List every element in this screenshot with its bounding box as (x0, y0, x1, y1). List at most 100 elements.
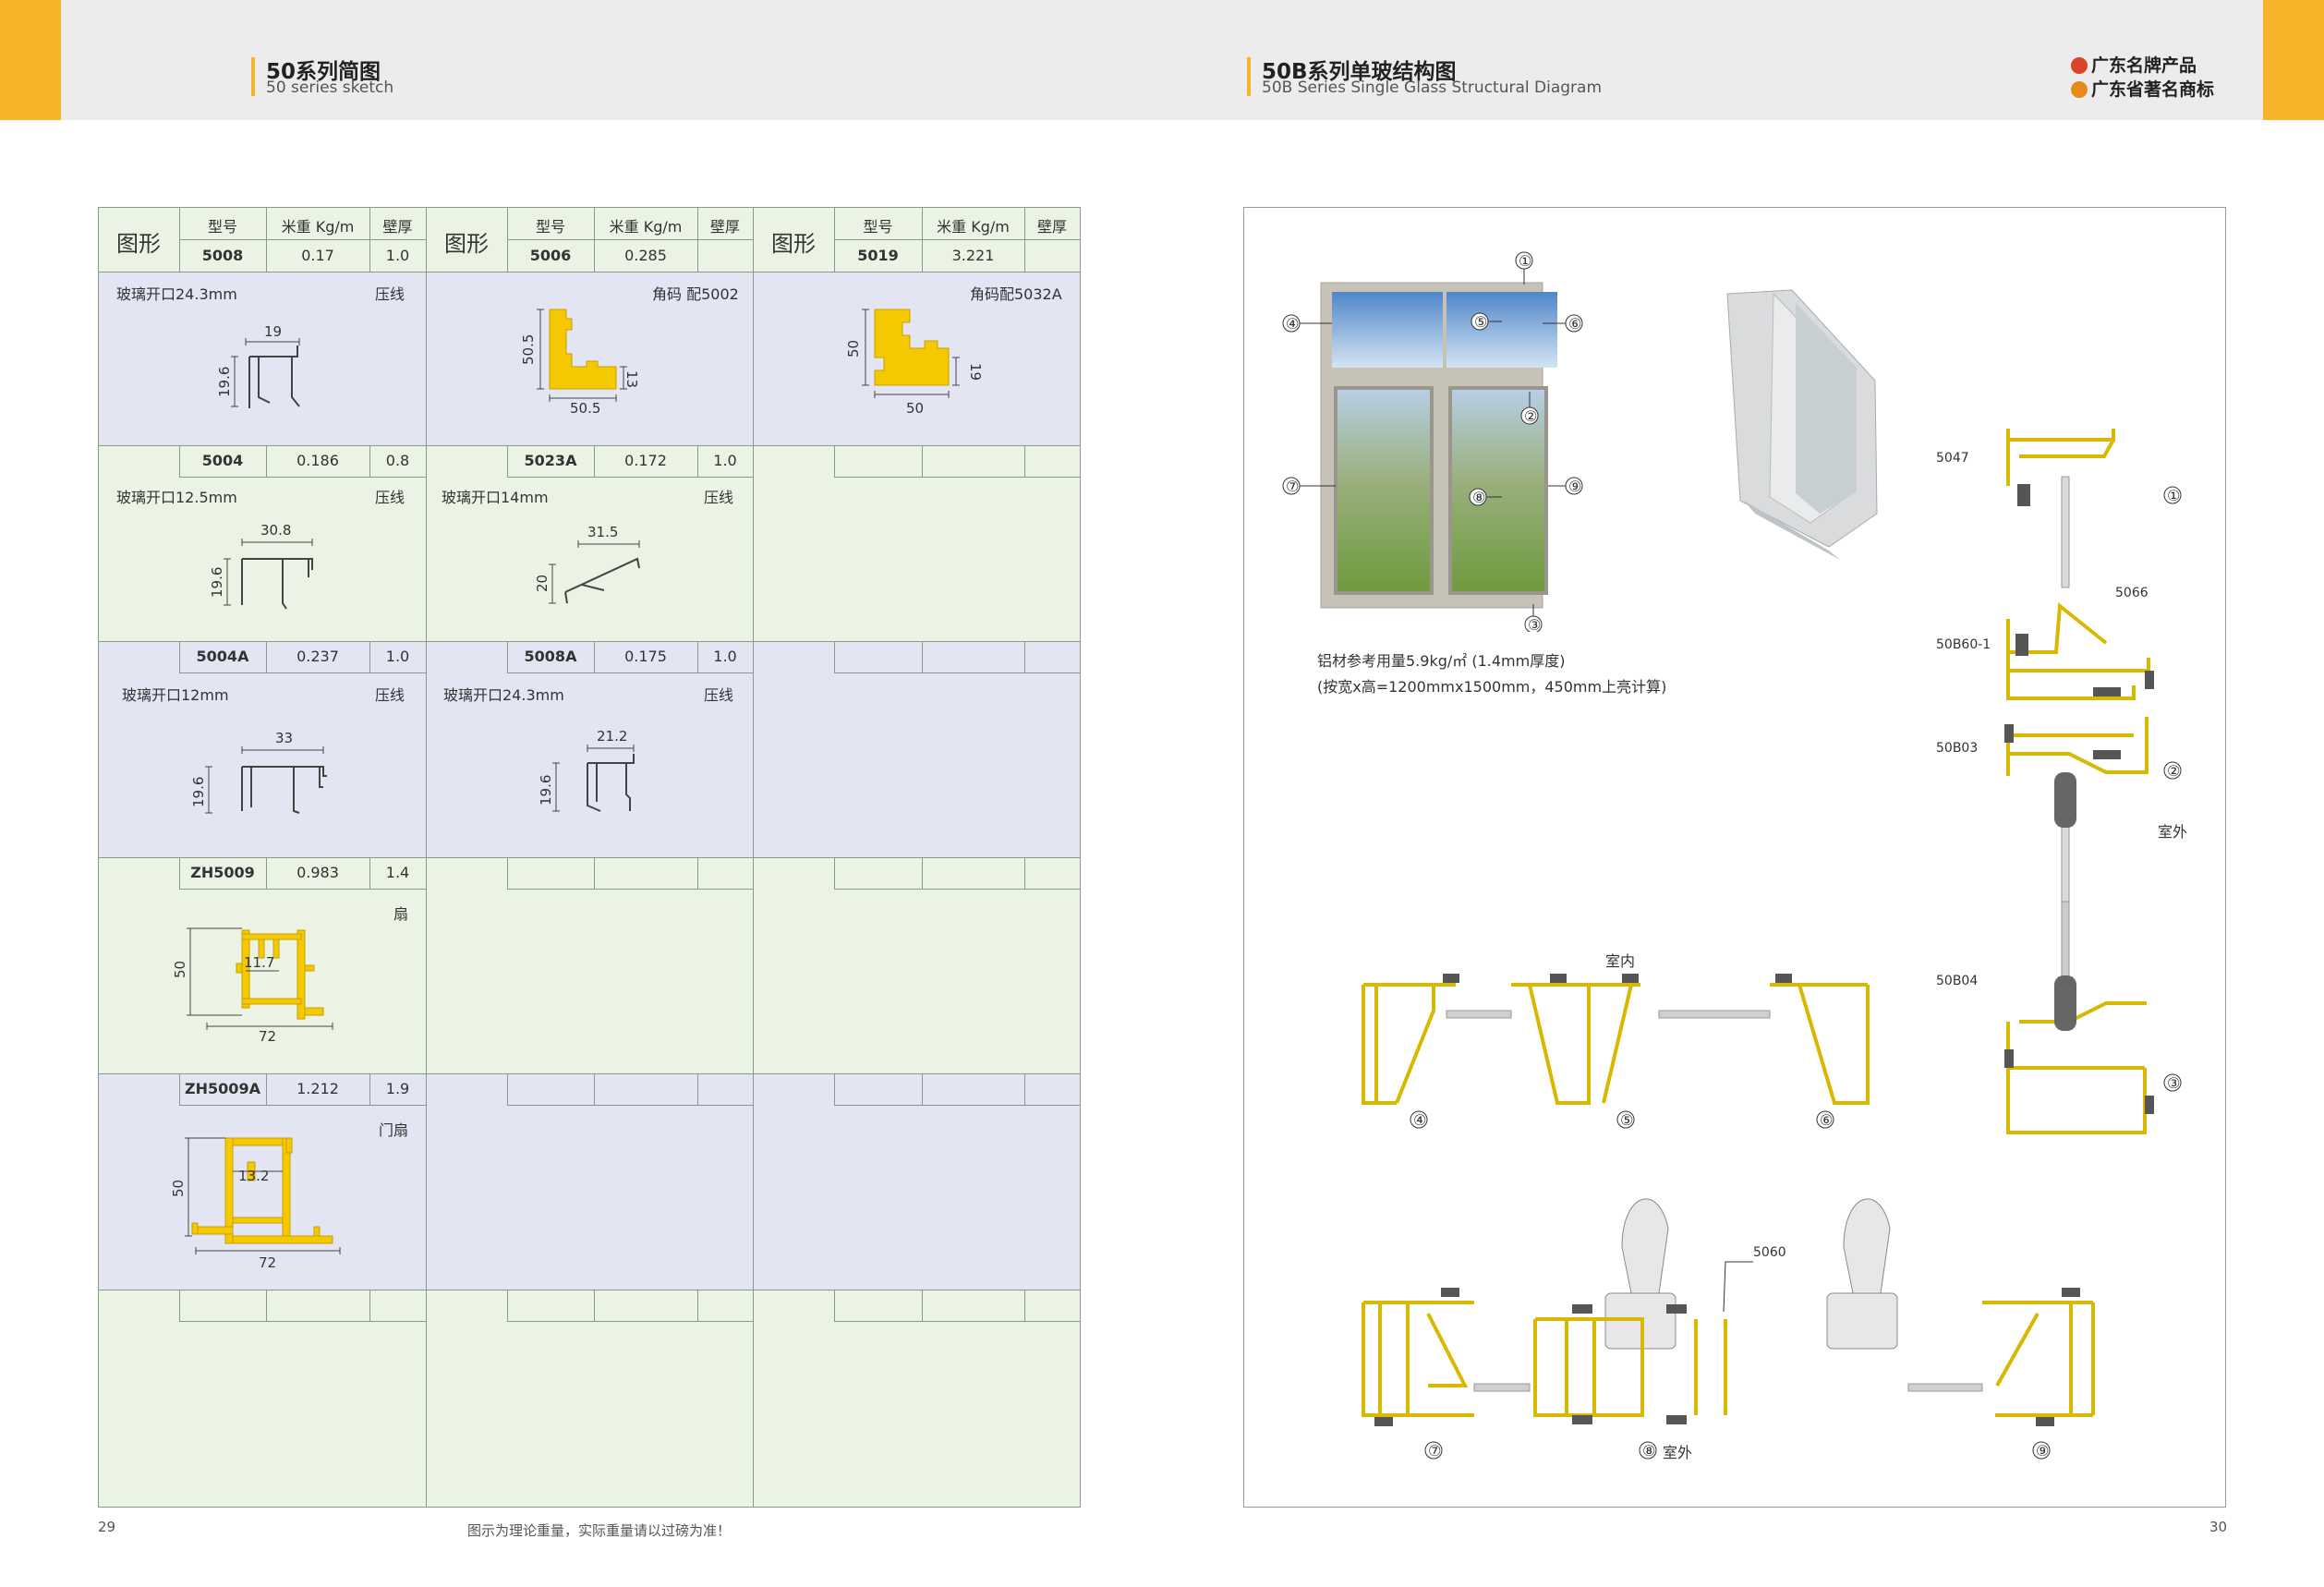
dim-height: 20 (534, 575, 551, 592)
profile-ZH5009-sketch: 50 11.7 72 (172, 927, 333, 1045)
row3-bg (98, 641, 1081, 857)
grid-line (697, 445, 698, 477)
grid-line (179, 1073, 180, 1105)
grid-line (507, 1105, 753, 1106)
row2-bg (98, 445, 1081, 641)
grid-line (922, 445, 923, 477)
grid-line (266, 207, 267, 272)
model-code: 5019 (857, 247, 899, 264)
grid-line (98, 1507, 1081, 1508)
profile-5006-sketch: 50.5 50.5 13 (520, 309, 640, 417)
callout-6: ⑥ (1568, 315, 1581, 333)
grid-line (507, 1073, 508, 1105)
dim-width: 50.5 (570, 400, 600, 417)
profile-5019-sketch: 50 50 19 (845, 309, 984, 417)
part-label: 5047 (1936, 451, 1969, 466)
page-number-right: 30 (2209, 1519, 2228, 1535)
grid-line (1024, 641, 1025, 672)
dim-width: 33 (275, 730, 293, 746)
part-type-note: 压线 (375, 285, 405, 303)
title-accent-bar (1247, 57, 1251, 96)
grid-line (594, 207, 595, 272)
glass-opening-note: 玻璃开口12mm (122, 686, 229, 704)
model-code: 5004A (196, 648, 249, 665)
grid-line (507, 1321, 753, 1322)
callout-4-section: ④ (1413, 1111, 1426, 1129)
grid-line (179, 239, 426, 240)
thickness-column-heading: 壁厚 (1036, 218, 1067, 236)
grid-line (834, 641, 835, 672)
profile-5023A-sketch: 31.5 20 (534, 524, 640, 604)
weight-value: 0.172 (624, 452, 667, 469)
weight-value: 0.17 (301, 247, 334, 264)
grid-line (697, 857, 698, 889)
outdoor-label: 室外 (2158, 823, 2187, 841)
grid-line (507, 239, 753, 240)
part-type-note: 角码 配5002 (652, 285, 739, 303)
corner-profile-3d-view (1726, 289, 1878, 560)
weight-value: 0.237 (297, 648, 339, 665)
top-banner (0, 0, 2324, 120)
model-column-heading: 型号 (535, 218, 565, 236)
grid-line (1024, 207, 1025, 272)
callout-1-section: ① (2167, 487, 2180, 504)
grid-line (98, 272, 1081, 273)
grid-line (922, 1073, 923, 1105)
grid-line (834, 857, 835, 889)
dim-height: 19.6 (216, 367, 233, 397)
weight-value: 0.175 (624, 648, 667, 665)
model-column-heading: 型号 (863, 218, 893, 236)
grid-line (834, 889, 1080, 890)
grid-line (834, 477, 1080, 478)
grid-line (179, 889, 426, 890)
glass-opening-note: 玻璃开口24.3mm (116, 285, 237, 303)
grid-line (98, 857, 1081, 858)
callout-7: ⑦ (1286, 478, 1299, 495)
dim-leg: 13 (623, 370, 640, 388)
grid-line (594, 857, 595, 889)
weight-value: 0.186 (297, 452, 339, 469)
part-type-note: 扇 (393, 905, 409, 923)
dim-width: 19 (264, 323, 282, 340)
grid-line (507, 1290, 508, 1321)
dim-height: 50 (170, 1180, 187, 1197)
grid-line (507, 641, 508, 672)
profile-5008-sketch: 19 19.6 (216, 323, 300, 408)
grid-line (697, 641, 698, 672)
grid-line (266, 641, 267, 672)
grid-line (922, 207, 923, 272)
weight-value: 1.212 (297, 1080, 339, 1097)
callout-4: ④ (1286, 315, 1299, 333)
dim-width: 72 (259, 1028, 276, 1045)
model-code: ZH5009 (190, 864, 255, 881)
indoor-label: 室内 (1605, 952, 1635, 970)
weight-value: 0.983 (297, 864, 339, 881)
grid-line (834, 1073, 835, 1105)
grid-line (369, 641, 370, 672)
grid-line (179, 857, 180, 889)
brand-line-2: 广东省著名商标 (2071, 76, 2214, 101)
grid-line (594, 1290, 595, 1321)
callout-6-section: ⑥ (1820, 1111, 1833, 1129)
dim-height: 19.6 (190, 777, 207, 807)
grid-line (266, 445, 267, 477)
callout-9-section: ⑨ (2036, 1442, 2049, 1460)
grid-line (834, 207, 835, 272)
model-code: 5006 (529, 247, 572, 264)
thickness-column-heading: 壁厚 (382, 218, 413, 236)
callout-5: ⑤ (1474, 313, 1487, 331)
weight-value: 0.285 (624, 247, 667, 264)
grid-line (369, 207, 370, 272)
usage-note-line1: 铝材参考用量5.9kg/㎡ (1.4mm厚度) (1317, 652, 1566, 670)
grid-line (594, 1073, 595, 1105)
callout-1: ① (1519, 252, 1531, 270)
grid-line (922, 857, 923, 889)
grid-line (1024, 1073, 1025, 1105)
grid-line (507, 857, 508, 889)
window-elevation-illustration: ① ④ ⑤ ⑥ ② ⑦ ⑧ ⑨ ③ (1282, 251, 1583, 632)
grid-line (179, 1321, 426, 1322)
title-accent-bar (251, 57, 255, 96)
grid-line (98, 1073, 1081, 1074)
dim-inner: 13.2 (238, 1168, 269, 1184)
thickness-value: 1.0 (385, 247, 410, 264)
